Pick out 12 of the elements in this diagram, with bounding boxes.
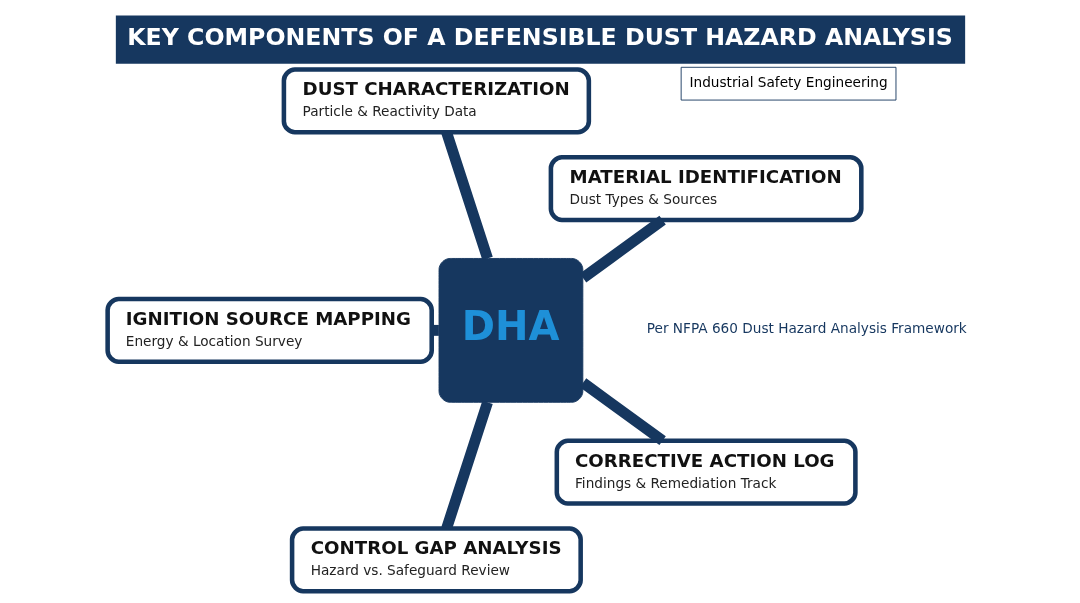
label: Industrial Safety Engineering	[689, 73, 888, 90]
label: Per NFPA 660 Dust Hazard Analysis Framework	[646, 319, 967, 336]
diagram-title: KEY COMPONENTS OF A DEFENSIBLE DUST HAZARD ANALYSIS	[126, 22, 953, 51]
node-box: DUST CHARACTERIZATION Particle & Reactivity Data	[281, 67, 591, 135]
connector	[579, 215, 666, 283]
connector	[579, 378, 666, 445]
node-box: DHA	[438, 258, 583, 403]
node-box: CORRECTIVE ACTION LOG Findings & Remediation Track	[554, 438, 858, 506]
node-box: CONTROL GAP ANALYSIS Hazard vs. Safeguard Review	[289, 526, 583, 594]
node-box: MATERIAL IDENTIFICATION Dust Types & Sources	[548, 154, 864, 223]
connector	[431, 324, 439, 336]
node-box: IGNITION SOURCE MAPPING Energy & Location Survey	[104, 296, 434, 365]
